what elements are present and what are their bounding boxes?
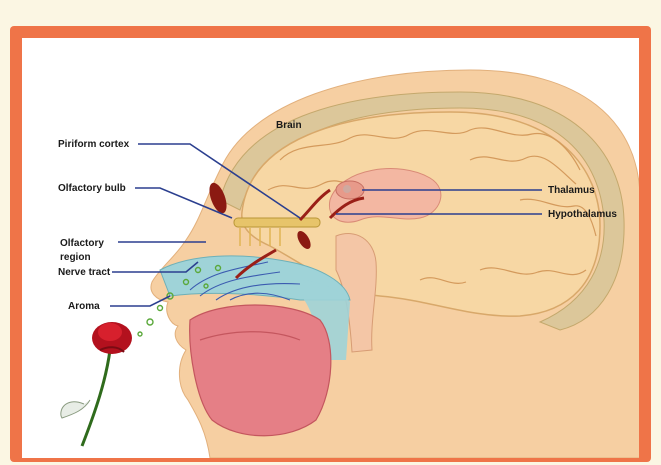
rose-stem bbox=[82, 350, 110, 446]
label-olfactory-bulb: Olfactory bulb bbox=[58, 183, 126, 194]
label-hypothalamus: Hypothalamus bbox=[548, 209, 617, 220]
label-nerve-tract: Nerve tract bbox=[58, 267, 111, 278]
label-olfactory-region-2: region bbox=[60, 252, 91, 263]
label-olfactory-region-1: Olfactory bbox=[60, 238, 104, 249]
diagram-panel: Brain Piriform cortex Olfactory bulb Olf… bbox=[22, 38, 639, 458]
label-brain: Brain bbox=[276, 120, 302, 131]
label-thalamus: Thalamus bbox=[548, 185, 595, 196]
olfactory-bulb bbox=[234, 218, 320, 227]
oral-cavity bbox=[190, 305, 331, 436]
head-anatomy-diagram: Brain Piriform cortex Olfactory bulb Olf… bbox=[22, 38, 639, 458]
label-aroma: Aroma bbox=[68, 301, 100, 312]
rose-flower bbox=[92, 322, 132, 354]
label-piriform-cortex: Piriform cortex bbox=[58, 139, 130, 150]
rose-leaf bbox=[61, 400, 90, 418]
